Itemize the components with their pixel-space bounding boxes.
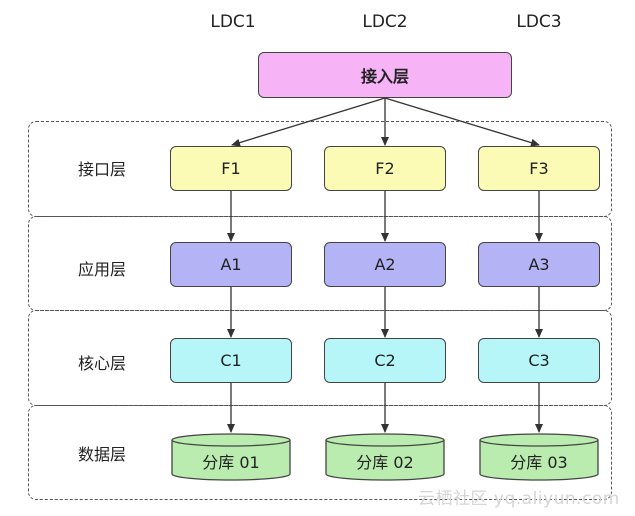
layer-label-data: 数据层 [78,445,127,464]
node-a1: A1 [170,242,292,287]
node-a3: A3 [478,242,600,287]
node-c1: C1 [170,338,292,383]
entry-layer-node: 接入层 [258,52,512,98]
arrow-entry-f3 [384,97,540,147]
database-icon [171,433,291,481]
arrow-entry-f1 [231,97,386,147]
column-header-ldc3: LDC3 [516,12,562,32]
database-label: 分库 03 [510,453,568,472]
layer-label-application: 应用层 [78,260,127,279]
node-c2: C2 [324,338,446,383]
lane-data [28,405,612,500]
column-header-ldc1: LDC1 [210,12,256,32]
node-c3: C3 [478,338,600,383]
database-icon [325,433,445,481]
node-f1: F1 [170,146,292,191]
node-f2: F2 [324,146,446,191]
database-shard-01: 分库 01 [171,433,291,481]
database-icon [479,433,599,481]
node-f3: F3 [478,146,600,191]
database-label: 分库 02 [356,453,414,472]
layer-label-interface: 接口层 [78,160,127,179]
database-label: 分库 01 [202,453,260,472]
watermark: 云栖社区 yq.aliyun.com [418,489,620,509]
layer-label-core: 核心层 [78,354,127,373]
column-header-ldc2: LDC2 [362,12,408,32]
database-shard-03: 分库 03 [479,433,599,481]
node-a2: A2 [324,242,446,287]
database-shard-02: 分库 02 [325,433,445,481]
